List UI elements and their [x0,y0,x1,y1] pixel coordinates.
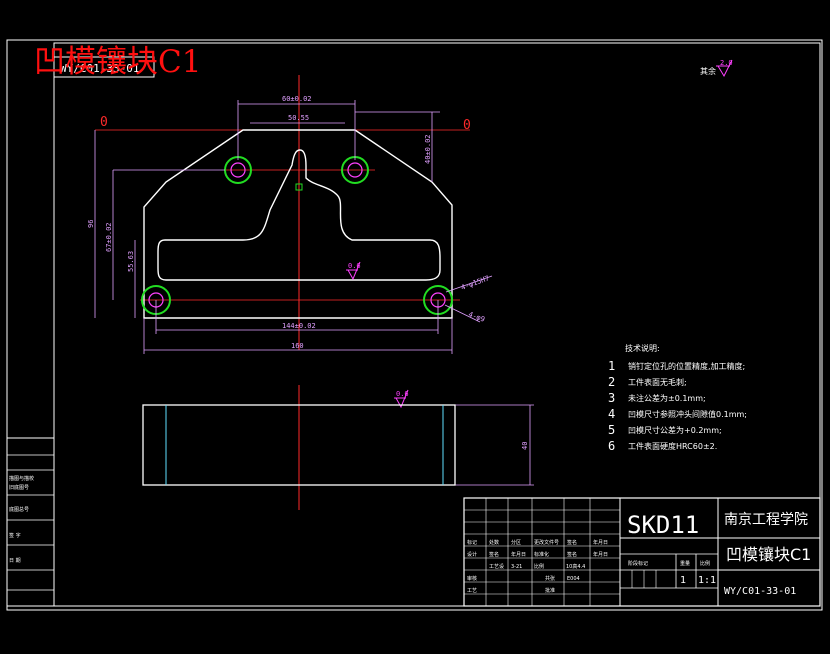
tb-design-1: 签名 [489,551,499,558]
tb-sheet-val: E004 [567,576,580,582]
tb-mark-1: 处数 [489,539,499,546]
left-strip-label: 签 字 [9,532,21,539]
dim-inner-width: 50.55 [288,114,309,122]
tb-drawing-no: WY/C01-33-01 [724,586,796,597]
dim-right-height: 40±0.02 [424,134,432,164]
roughness-value: 0.6 [348,262,361,270]
roughness-symbol [717,59,733,78]
tb-material: SKD11 [627,511,699,539]
title-block: 标记 处数 分区 更改文件号 签名 年月日 设计 签名 年月日 标准化 签名 年… [463,497,821,607]
hole-leader-a [445,275,493,293]
dim-left-hole-spacing: 67±0.02 [105,222,113,252]
left-strip-frame [6,437,55,607]
global-roughness: 其余 2.0 [700,59,733,78]
tb-design-3: 标准化 [534,551,549,558]
tb-mark-3: 更改文件号 [534,539,559,546]
tech-note-text: 未注公差为±0.1mm; [628,393,706,403]
tech-note-text: 工件表面硬度HRC60±2. [628,441,717,451]
tb-design-5: 年月日 [593,551,608,558]
outer-frame [6,39,823,611]
tb-scale-val-label: 比例 [534,563,544,570]
roughness-global-label: 其余 [700,66,716,76]
tb-school: 南京工程学院 [724,512,808,528]
title-block-frame [463,497,821,607]
tb-process-label: 工艺设 [489,563,504,570]
inner-frame [53,42,821,607]
tech-note-text: 工件表面无毛刺; [628,377,687,387]
dim-bottom-hole-spacing: 144±0.02 [282,322,316,330]
roughness-global-value: 2.0 [720,59,733,67]
hole-leader-b [444,304,481,323]
dimension-lines [94,100,534,486]
tb-qty: 1 [680,575,686,586]
tech-note-num: 2 [608,375,615,389]
tech-notes: 技术说明: 1 销钉定位孔的位置精度,加工精度; 2 工件表面无毛刺; 3 未注… [608,343,747,453]
left-strip-label: 日 期 [9,558,21,564]
hole-inner-ring [347,162,363,178]
roughness-symbol [347,261,361,281]
roughness-symbol [395,389,409,409]
tb-grid [464,498,620,606]
tb-stage-label: 阶段标记 [628,560,648,567]
drawing-no-box [53,56,155,78]
dim-bottom-total: 160 [291,342,304,350]
tech-note-num: 3 [608,391,615,405]
hole-inner-ring [230,162,246,178]
tb-part-name: 凹模镶块C1 [726,545,811,564]
inner-pocket [157,149,441,281]
tb-design-0: 设计 [467,551,477,558]
roughness-pocket: 0.6 [346,261,361,281]
tb-craft: 工艺 [467,588,477,594]
left-strip-label: 底图总号 [9,506,29,513]
dim-top-width: 60±0.02 [282,95,312,103]
tb-design-2: 年月日 [511,551,526,558]
tb-mark-2: 分区 [511,539,521,546]
tb-design-4: 签名 [567,551,577,558]
tech-note-num: 5 [608,423,615,437]
tech-note-text: 销钉定位孔的位置精度,加工精度; [628,361,745,371]
tb-mark-4: 签名 [567,539,577,546]
roughness-side-view: 0.6 [394,389,409,409]
side-view-outline [142,404,456,486]
dim-left-total: 96 [87,220,95,228]
tb-audit: 审核 [467,575,477,582]
tb-sheet-label: 共张 [545,575,555,582]
left-strip: 描图与描校 旧底图号 底图总号 签 字 日 期 [6,437,55,607]
tb-mark-5: 年月日 [593,539,608,546]
tech-note-num: 6 [608,439,615,453]
tb-process-date: 3-21 [511,564,522,570]
dim-side-thickness: 40 [521,442,529,450]
tb-scale-label: 比例 [700,560,710,567]
tech-notes-heading: 技术说明: [625,343,660,353]
big-title: 凹模镶块C1 [34,44,201,80]
tech-note-num: 4 [608,407,615,421]
roughness-value: 0.6 [396,390,409,398]
tb-mark-0: 标记 [467,539,477,546]
zero-left: 0 [100,115,108,130]
tech-note-num: 1 [608,359,615,373]
tb-approve: 批准 [545,587,555,594]
tb-scale: 1:1 [698,575,716,586]
tech-note-text: 凹模尺寸参照冲头间隙值0.1mm; [628,409,747,419]
drawing-no-tag: WY/C01-33-01 [60,62,139,75]
tech-note-text: 凹模尺寸公差为+0.2mm; [628,425,722,435]
left-strip-label: 描图与描校 [9,475,34,482]
tb-weight-label: 重量 [680,560,690,567]
tb-scale-val: 10高4.4 [566,563,585,570]
tb-small-labels: 标记 处数 分区 更改文件号 签名 年月日 设计 签名 年月日 标准化 签名 年… [467,539,710,594]
zero-right: 0 [463,118,471,133]
left-strip-label: 旧底图号 [9,484,29,491]
center-mark [295,183,303,191]
dim-left-mid: 55.63 [127,251,135,272]
